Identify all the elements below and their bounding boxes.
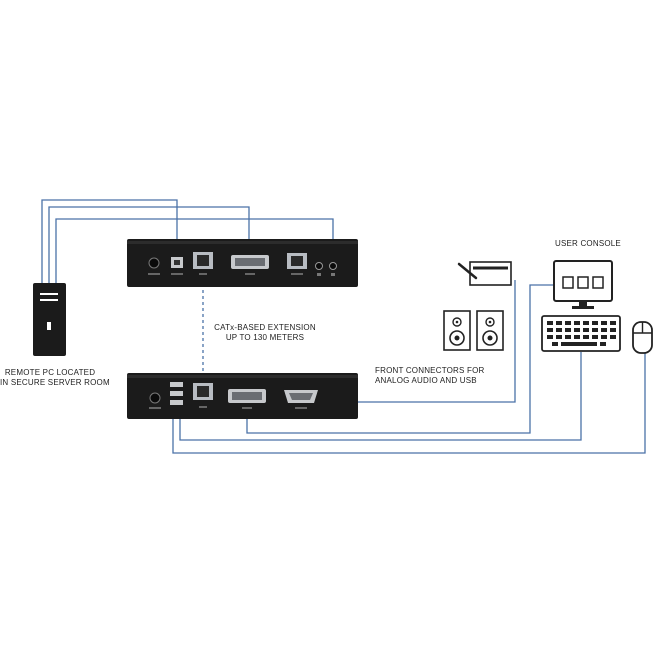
receiver-unit [127,373,358,419]
speaker-icon-2 [476,310,504,351]
tower-pc-icon [33,283,66,356]
front-connectors-label: FRONT CONNECTORS FOR ANALOG AUDIO AND US… [375,366,484,386]
usb-a-port-2 [170,391,183,396]
cables [41,199,646,454]
remote-pc-label-line-2: IN SECURE SERVER ROOM [0,378,110,387]
cable-receiver-mouse [172,340,646,454]
remote-pc-label-line-1: REMOTE PC LOCATED [4,368,96,377]
mouse-icon [632,321,653,354]
monitor-icon [553,260,613,309]
power-jack [148,257,160,269]
transmitter-unit [127,239,358,287]
user-console-label-text: USER CONSOLE [555,239,621,248]
extension-label-line-1: CATx-BASED EXTENSION [214,323,316,332]
front-connectors-label-line-1: FRONT CONNECTORS FOR [375,366,485,375]
audio-jack-1 [315,262,323,270]
cable-pc-usb [41,199,178,285]
user-console-label: USER CONSOLE [555,239,621,249]
cable-receiver-monitor [246,284,555,434]
extension-label-line-2: UP TO 130 METERS [225,333,305,342]
cable-receiver-keyboard [179,352,582,441]
usb-a-port-1 [170,382,183,387]
cable-pc-video [48,206,250,285]
extension-label: CATx-BASED EXTENSION UP TO 130 METERS [200,323,330,343]
drawing-tablet-icon [457,261,512,286]
speaker-icon [443,310,471,351]
keyboard-icon [541,315,621,352]
audio-jack-2 [329,262,337,270]
cable-receiver-tablet [358,280,516,403]
remote-pc-label: REMOTE PC LOCATED IN SECURE SERVER ROOM [0,368,110,388]
front-connectors-label-line-2: ANALOG AUDIO AND USB [375,376,477,385]
usb-a-port-3 [170,400,183,405]
